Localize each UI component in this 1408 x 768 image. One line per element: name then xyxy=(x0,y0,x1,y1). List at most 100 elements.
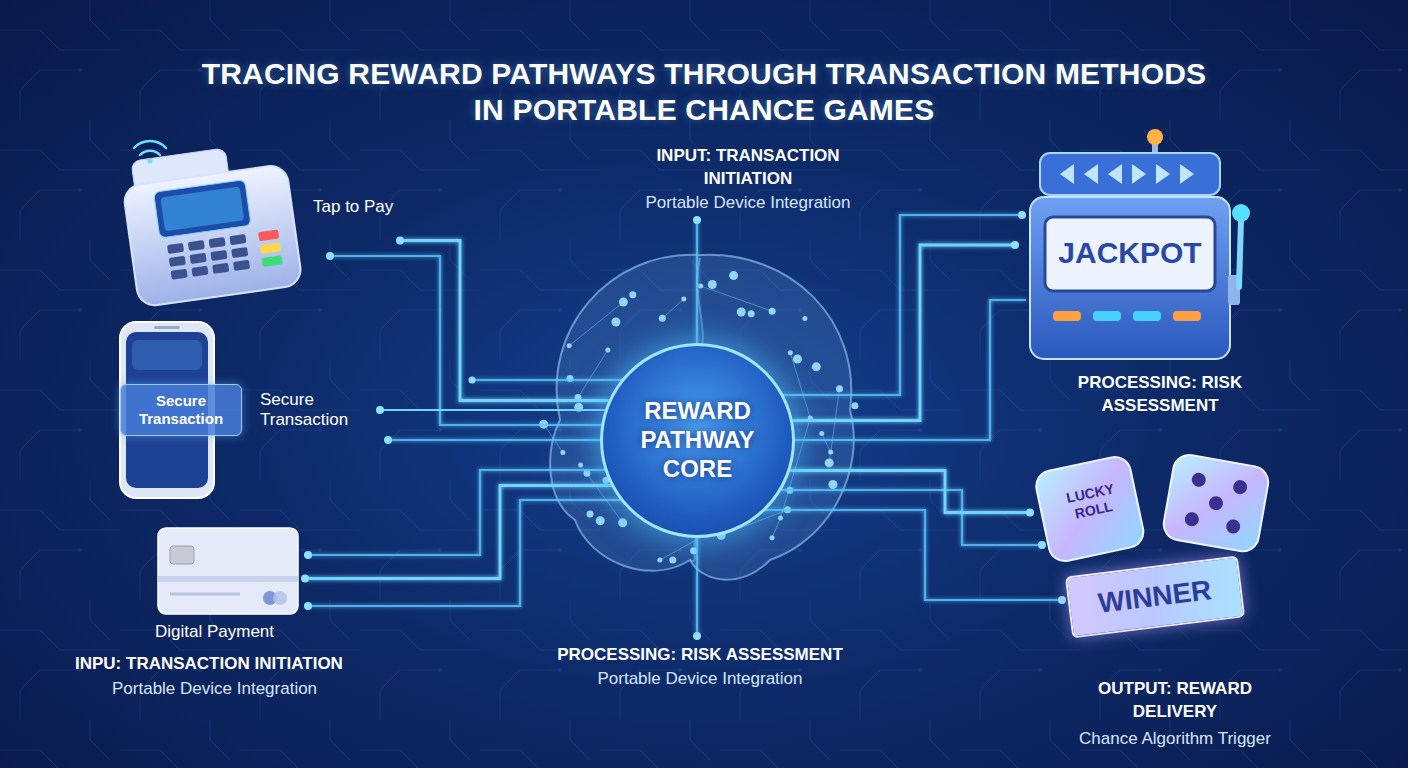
phone-icon: Secure TransactionSecure Transaction xyxy=(110,320,380,500)
network-node xyxy=(681,296,686,301)
network-link xyxy=(578,350,608,397)
card-logo xyxy=(273,591,287,605)
line-dot xyxy=(384,436,392,444)
connector-dot xyxy=(1011,241,1019,249)
network-node xyxy=(802,316,807,321)
stage-subheading: Chance Algorithm Trigger xyxy=(1079,728,1271,751)
network-node xyxy=(812,362,821,371)
network-node xyxy=(560,450,565,455)
network-node xyxy=(659,315,666,322)
core-title: REWARD PATHWAY CORE xyxy=(618,397,778,483)
circuit-line xyxy=(760,510,1062,600)
card-body xyxy=(158,528,298,614)
line-end-dots xyxy=(304,211,1066,640)
circuit-line xyxy=(472,379,640,381)
screen-sheen xyxy=(132,340,202,370)
connector-dot xyxy=(301,575,309,583)
stage-subheading: Portable Device Integration xyxy=(597,668,802,691)
die-pip xyxy=(1208,495,1224,511)
diagram-title: TRACING REWARD PATHWAYS THROUGH TRANSACT… xyxy=(202,56,1207,128)
slot-button xyxy=(1053,311,1081,321)
connector-line xyxy=(400,241,609,401)
line-dot xyxy=(1018,211,1026,219)
brain-outline xyxy=(550,255,854,580)
line-dot xyxy=(304,551,312,559)
network-node xyxy=(618,518,627,527)
network-link xyxy=(822,434,831,452)
connector-dot xyxy=(376,406,384,414)
keypad-key xyxy=(210,250,227,261)
network-node xyxy=(596,516,605,525)
network-node xyxy=(770,535,775,540)
function-key xyxy=(262,255,283,267)
card-icon: Digital Payment xyxy=(150,522,305,647)
keypad-key xyxy=(212,263,229,274)
network-node xyxy=(737,308,746,317)
network-node xyxy=(578,462,583,467)
icon-art xyxy=(1030,455,1275,560)
network-node xyxy=(851,402,858,409)
line-dot xyxy=(304,602,312,610)
core-circle: REWARD PATHWAY CORE xyxy=(600,343,795,538)
die-face xyxy=(1161,452,1270,553)
stage-heading: OUTPUT: REWARD DELIVERY xyxy=(1088,678,1263,724)
winner-ticket: WINNER xyxy=(1065,556,1245,638)
die-pip xyxy=(1184,511,1200,527)
winner-text: WINNER xyxy=(1096,573,1213,620)
network-node xyxy=(619,298,628,307)
method-label: Digital Payment xyxy=(155,622,274,642)
network-node xyxy=(788,350,793,355)
keypad-key xyxy=(167,243,184,254)
method-label: Tap to Pay xyxy=(313,197,393,217)
circuit-line xyxy=(308,470,640,555)
reel-window xyxy=(1045,217,1215,291)
network-node xyxy=(748,310,755,317)
topper xyxy=(1040,153,1220,195)
card-stripe xyxy=(158,576,298,582)
wifi-arc xyxy=(134,141,166,148)
connector-line xyxy=(305,486,611,579)
network-node xyxy=(828,480,837,489)
network-node xyxy=(669,557,676,564)
line-dot xyxy=(326,252,334,260)
connector-dot xyxy=(396,237,404,245)
lamp xyxy=(1147,129,1163,145)
network-node xyxy=(793,354,802,363)
screen-glow xyxy=(160,186,244,231)
topper-arrow xyxy=(1108,164,1122,184)
topper-arrow xyxy=(1084,164,1098,184)
function-key xyxy=(260,242,281,254)
line-dot xyxy=(469,377,476,384)
network-node xyxy=(828,450,833,455)
cabinet xyxy=(1030,197,1230,359)
slot-button xyxy=(1133,311,1161,321)
stage-heading: PROCESSING: RISK ASSESSMENT xyxy=(1074,372,1247,418)
brain-network xyxy=(539,271,858,563)
terminal-body xyxy=(122,164,302,308)
network-node xyxy=(567,343,572,348)
network-node xyxy=(587,510,594,517)
stage-heading: INPU: TRANSACTION INITIATION xyxy=(75,653,343,676)
keypad-key xyxy=(209,237,226,248)
connector-line xyxy=(790,471,1030,513)
die-left xyxy=(1033,454,1146,564)
wifi-arc xyxy=(140,151,160,155)
method-label: Secure Transaction xyxy=(260,390,378,431)
network-link xyxy=(662,299,683,318)
network-node xyxy=(611,318,620,327)
dice-pair: LUCKY ROLL xyxy=(1030,455,1275,560)
topper-arrow xyxy=(1156,164,1170,184)
pos-terminal-icon: Tap to Pay xyxy=(110,135,400,310)
line-dot xyxy=(693,216,701,224)
terminal-screen xyxy=(154,180,252,238)
stage-subheading: Portable Device Integration xyxy=(645,192,850,215)
lever-knob xyxy=(1232,204,1250,222)
slot-button xyxy=(1093,311,1121,321)
slot-button xyxy=(1173,311,1201,321)
jackpot-text: JACKPOT xyxy=(1045,235,1215,271)
connector-dot xyxy=(1026,509,1034,517)
network-node xyxy=(698,284,703,289)
line-dot xyxy=(1058,596,1066,604)
